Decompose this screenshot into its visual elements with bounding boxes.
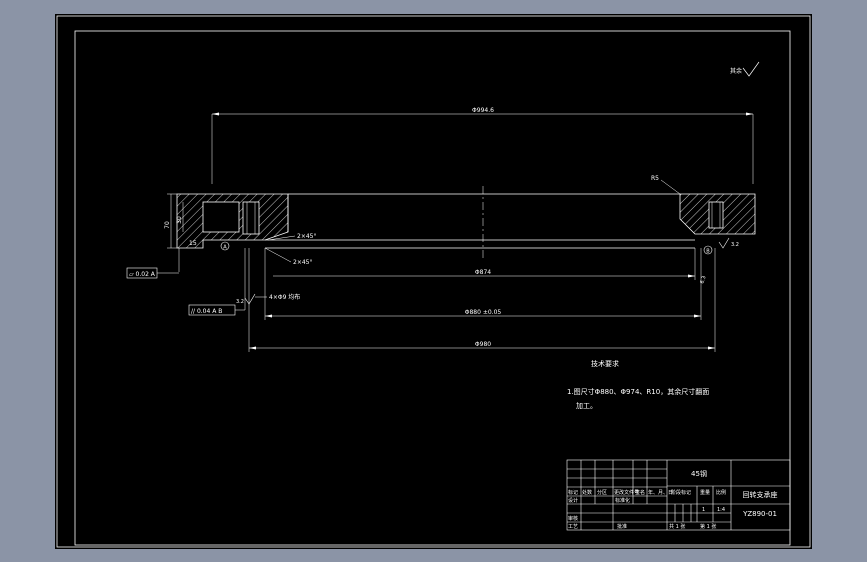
scale-value: 1:4 xyxy=(717,507,725,513)
flatness-label: ▱ 0.02 A xyxy=(129,271,156,278)
datum-b-label: B xyxy=(706,249,710,255)
chamfer-2-label: 2×45° xyxy=(293,259,312,266)
roughness-2-label: 3.2 xyxy=(731,242,739,248)
header-label-0: 标记 xyxy=(568,489,578,496)
stage-label: 阶段标记 xyxy=(671,489,691,496)
right-annotations: B 3.2 6.3 xyxy=(699,237,739,285)
tech-req-line1: 1.图尺寸Φ880、Φ974、R10，其余尺寸翻面 xyxy=(567,387,709,396)
groove-note-label: 4×Φ9 均布 xyxy=(269,293,300,301)
check-label: 审核 xyxy=(568,515,578,522)
tech-req-line2: 加工。 xyxy=(576,401,597,410)
radius-label: R5 xyxy=(651,175,659,182)
left-section xyxy=(176,193,289,249)
weight-label: 重量 xyxy=(700,489,710,496)
tolerance-diameter-label: Φ880 ±0.05 xyxy=(465,309,502,316)
inner-border xyxy=(74,30,791,546)
header-label-5: 年、月、日 xyxy=(648,489,673,496)
chamfer-1-label: 2×45° xyxy=(297,233,316,240)
drawing-sheet: 其余 Φ994.6 R5 70 xyxy=(55,14,812,549)
general-roughness-symbol: 其余 xyxy=(730,61,760,77)
parallelism-label: // 0.04 A B xyxy=(191,308,222,315)
inner-diameter-label: Φ874 xyxy=(475,269,491,276)
header-label-4: 签名 xyxy=(635,489,645,496)
roughness-3-label: 6.3 xyxy=(699,275,707,285)
bottom-diameter-dimension: Φ980 xyxy=(248,248,716,352)
tolerance-diameter-dimension: Φ880 ±0.05 xyxy=(264,248,702,320)
height-label: 70 xyxy=(164,221,171,229)
process-label: 工艺 xyxy=(568,524,578,530)
approve-label: 批准 xyxy=(617,523,627,530)
datum-b-marker xyxy=(703,245,713,255)
roughness-general-label: 其余 xyxy=(730,67,742,75)
standard-label: 标准化 xyxy=(615,497,630,504)
side-mark-label: 15 xyxy=(189,240,197,247)
header-label-3: 更改文件号 xyxy=(614,489,639,496)
ring-body xyxy=(265,186,695,258)
part-name-label: 回转支承座 xyxy=(743,490,778,499)
header-label-1: 处数 xyxy=(582,489,592,496)
step-height-label: 30 xyxy=(176,216,183,224)
datum-a-label: A xyxy=(223,245,227,251)
datum-a-marker xyxy=(220,241,230,251)
cad-drawing: 其余 Φ994.6 R5 70 xyxy=(56,15,811,548)
sheet-total-label: 共 1 张 xyxy=(669,523,685,530)
bottom-diameter-label: Φ980 xyxy=(475,341,491,348)
title-block-text: 45钢 回转支承座 YZ890-01 标记 处数 分区 更改文件号 签名 年、月… xyxy=(568,469,778,530)
scale-label: 比例 xyxy=(716,489,726,496)
tech-requirements: 技术要求 1.图尺寸Φ880、Φ974、R10，其余尺寸翻面 加工。 xyxy=(567,359,709,410)
left-annotations: 70 30 15 A 2×45° 2×45° ▱ 0.02 A // 0.04 … xyxy=(126,193,316,316)
material-label: 45钢 xyxy=(691,469,707,478)
drawing-no-label: YZ890-01 xyxy=(742,510,777,518)
outer-diameter-dimension: Φ994.6 xyxy=(211,107,754,184)
outer-diameter-label: Φ994.6 xyxy=(472,107,494,114)
title-block xyxy=(566,459,791,531)
roughness-1-label: 3.2 xyxy=(236,299,244,305)
tech-req-title: 技术要求 xyxy=(591,359,619,368)
design-label: 设计 xyxy=(568,497,578,504)
right-section: R5 xyxy=(651,175,756,235)
sheet-num-label: 第 1 张 xyxy=(700,523,716,530)
weight-value: 1 xyxy=(702,507,705,513)
header-label-2: 分区 xyxy=(597,489,607,496)
outer-border xyxy=(56,15,811,548)
inner-diameter-dimension: Φ874 xyxy=(273,248,696,280)
